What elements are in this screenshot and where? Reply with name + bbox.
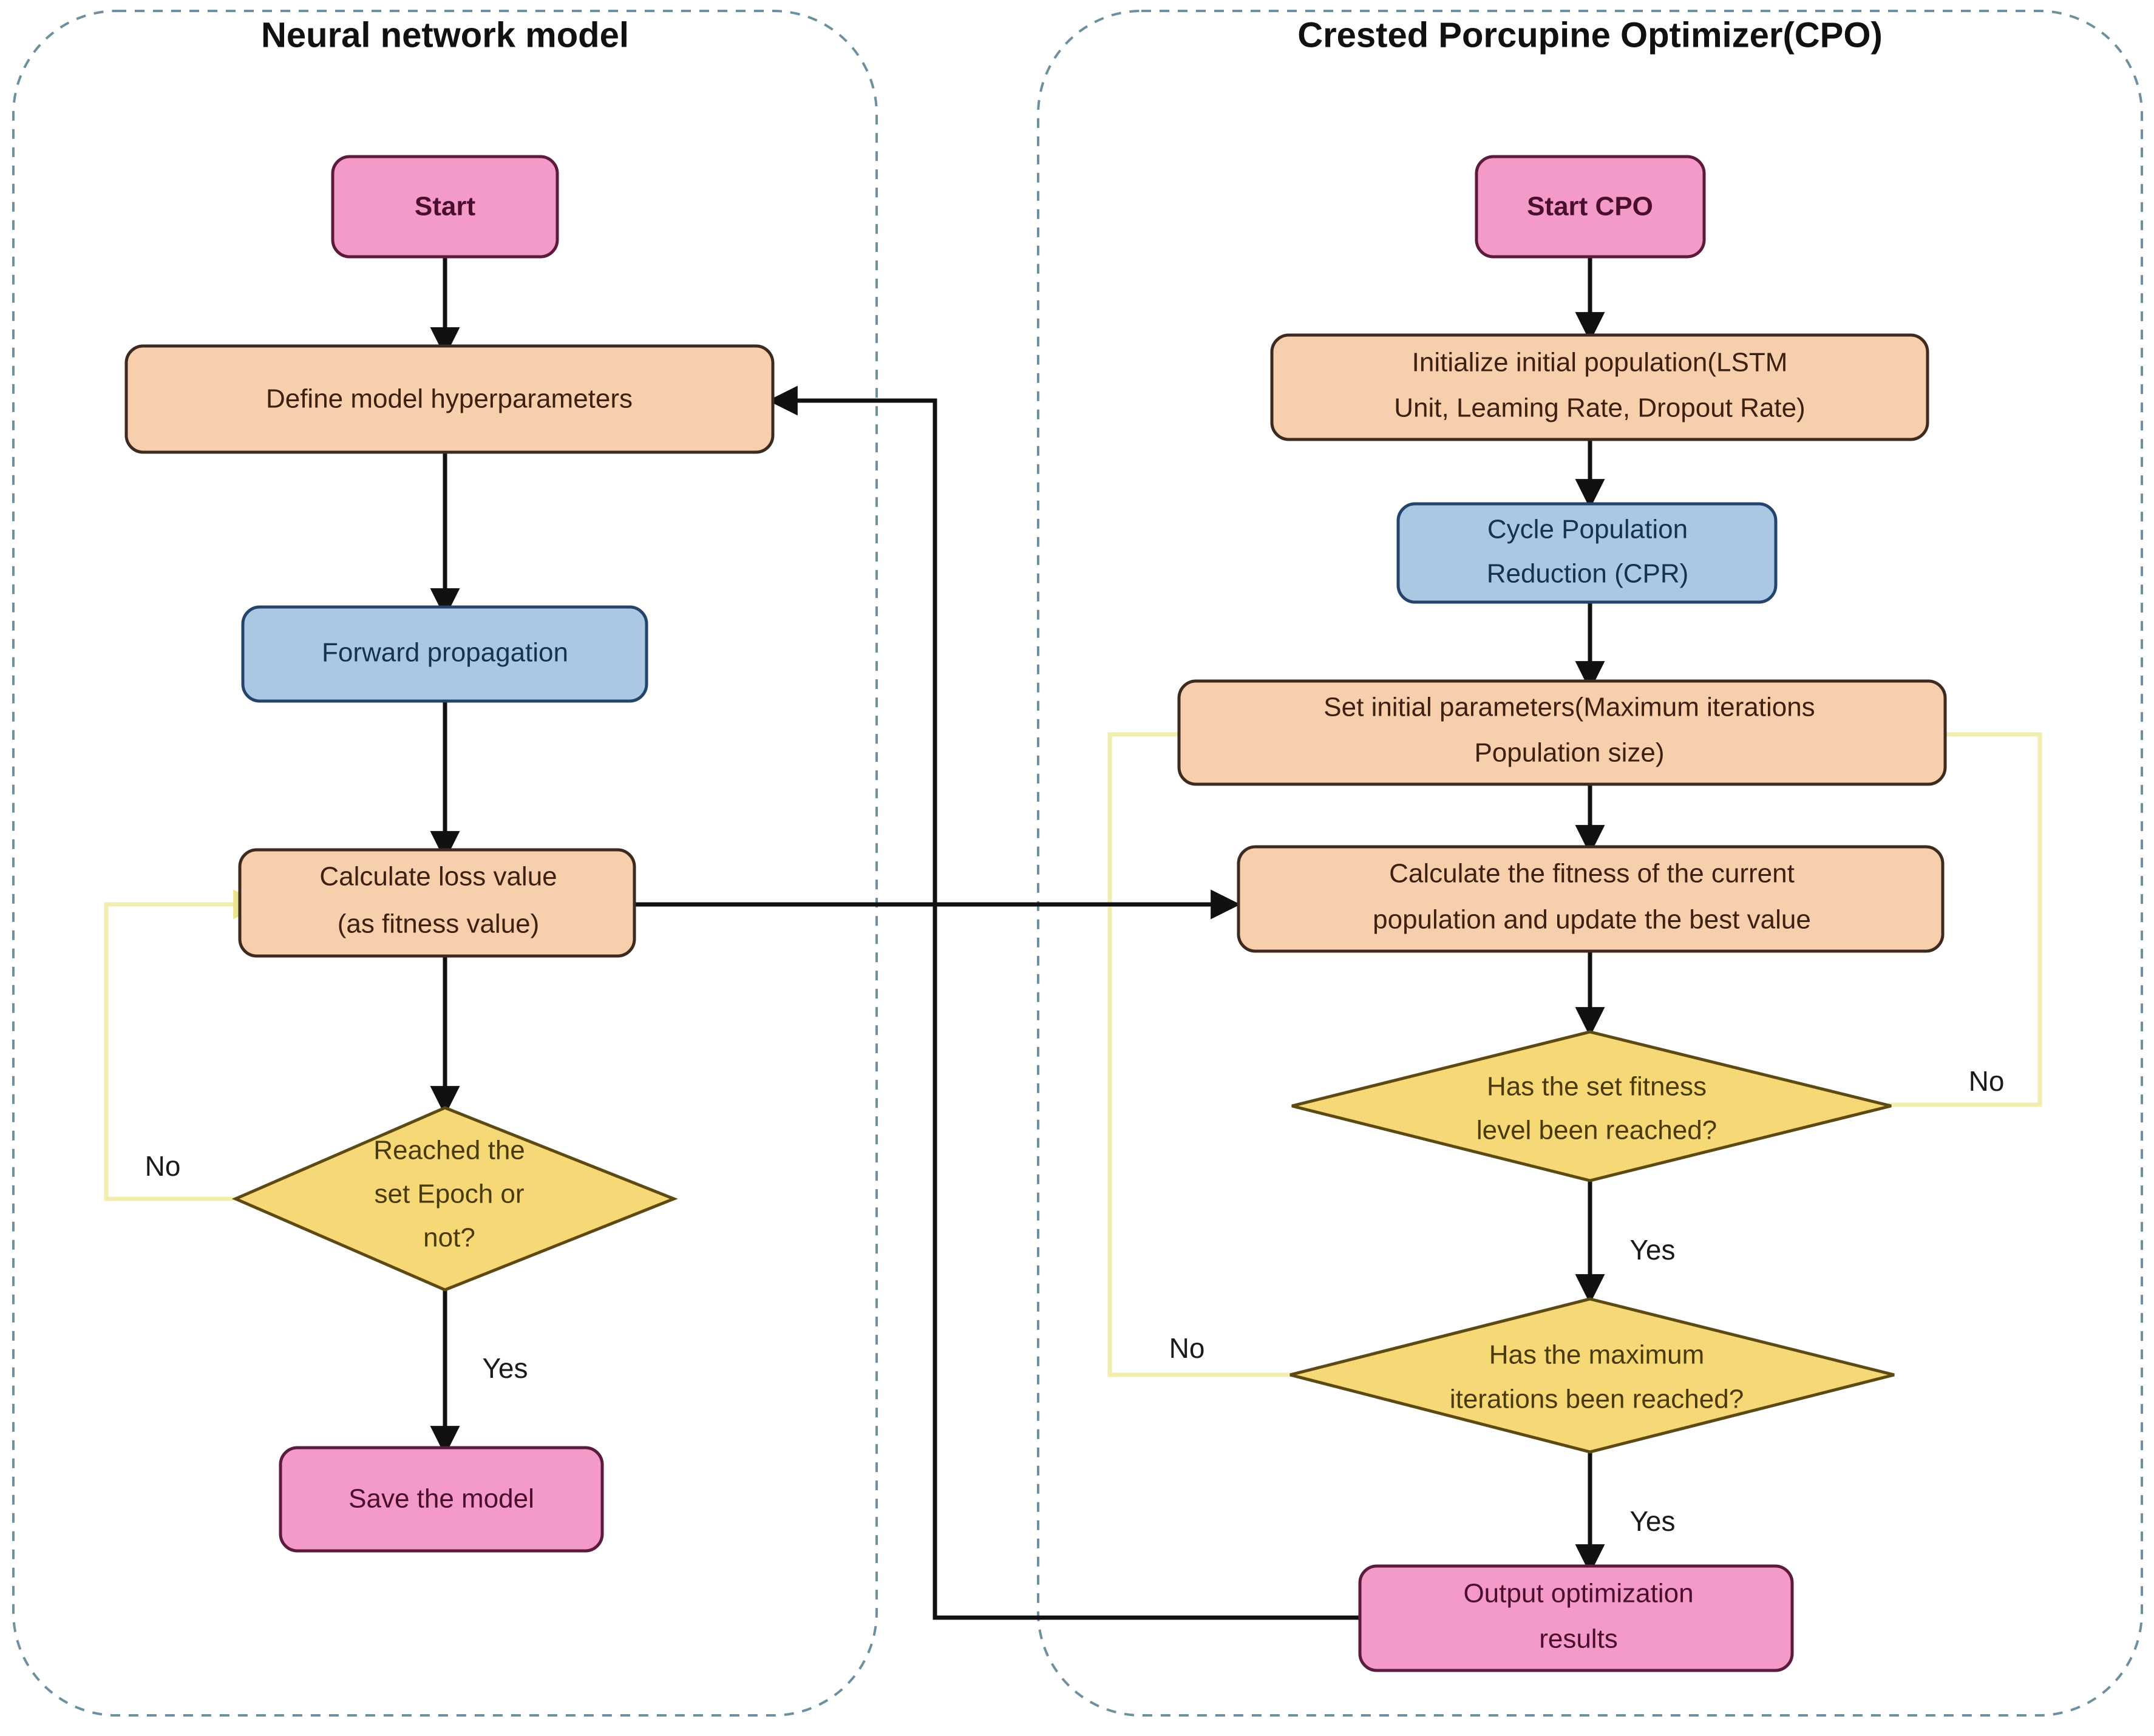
node-start-cpo[interactable]	[1475, 155, 1706, 259]
node-set-initial-parameters[interactable]	[1177, 679, 1947, 786]
node-epoch-decision-label-line1: Reached the	[373, 1136, 525, 1165]
node-calculate-fitness-label-line1: Calculate the fitness of the current	[1389, 859, 1795, 889]
node-initialize-population-label-line1: Initialize initial population(LSTM	[1412, 348, 1788, 378]
node-cpr-label-line2: Reduction (CPR)	[1487, 559, 1689, 589]
node-define-hyperparameters[interactable]	[124, 344, 775, 454]
node-fitness-decision-label-line1: Has the set fitness	[1487, 1072, 1707, 1102]
edge-label-fitness-no: No	[1969, 1065, 2005, 1097]
node-output-results[interactable]	[1358, 1564, 1794, 1672]
node-start-label: Start	[415, 192, 476, 222]
edge-epoch-no-loop	[104, 889, 263, 1201]
panel-right-title: Crested Porcupine Optimizer(CPO)	[1297, 15, 1883, 55]
node-output-results-label-line1: Output optimization	[1463, 1579, 1693, 1609]
node-calculate-fitness[interactable]	[1237, 845, 1945, 953]
node-calculate-loss-label-line2: (as fitness value)	[338, 909, 540, 939]
node-iterations-decision-label-line2: iterations been reached?	[1450, 1385, 1744, 1414]
node-calculate-loss[interactable]	[238, 848, 636, 958]
node-fitness-decision[interactable]	[1291, 1030, 1892, 1182]
node-start[interactable]	[331, 155, 559, 259]
node-set-initial-parameters-label-line1: Set initial parameters(Maximum iteration…	[1323, 693, 1815, 722]
panel-left-border	[12, 10, 878, 1717]
edge-label-iterations-yes: Yes	[1629, 1505, 1675, 1537]
node-iterations-decision-label-line1: Has the maximum	[1489, 1340, 1705, 1370]
node-iterations-decision[interactable]	[1289, 1297, 1895, 1454]
node-set-initial-parameters-label-line2: Population size)	[1474, 738, 1664, 768]
node-fitness-decision-label-line2: level been reached?	[1476, 1116, 1717, 1145]
node-calculate-fitness-label-line2: population and update the best value	[1373, 905, 1811, 935]
node-save-model[interactable]	[279, 1446, 604, 1553]
node-calculate-loss-label-line1: Calculate loss value	[319, 862, 557, 892]
node-initialize-population[interactable]	[1270, 333, 1929, 441]
node-epoch-decision-label-line2: set Epoch or	[374, 1179, 524, 1209]
node-epoch-decision-label-line3: not?	[423, 1223, 475, 1253]
node-start-cpo-label: Start CPO	[1527, 192, 1653, 222]
panel-left-title: Neural network model	[261, 15, 629, 55]
node-cpr-label-line1: Cycle Population	[1487, 515, 1688, 544]
node-forward-propagation-label: Forward propagation	[322, 638, 568, 668]
node-forward-propagation[interactable]	[241, 605, 648, 703]
node-output-results-label-line2: results	[1539, 1624, 1618, 1654]
node-cycle-population-reduction[interactable]	[1396, 502, 1778, 604]
edge-output-to-define	[767, 385, 1363, 1620]
node-initialize-population-label-line2: Unit, Leaming Rate, Dropout Rate)	[1394, 393, 1805, 423]
node-define-hyperparameters-label: Define model hyperparameters	[266, 384, 633, 414]
panel-right-border	[1037, 10, 2143, 1717]
edge-label-iterations-no: No	[1169, 1332, 1205, 1364]
edge-iter-no-loop	[1107, 719, 1293, 1377]
edge-fitness-no-loop	[1888, 719, 2042, 1107]
edge-label-epoch-yes: Yes	[482, 1352, 528, 1384]
node-epoch-decision[interactable]	[231, 1106, 678, 1292]
edge-label-fitness-yes: Yes	[1629, 1234, 1675, 1266]
edge-label-epoch-no: No	[145, 1150, 181, 1182]
node-save-model-label: Save the model	[348, 1484, 534, 1514]
